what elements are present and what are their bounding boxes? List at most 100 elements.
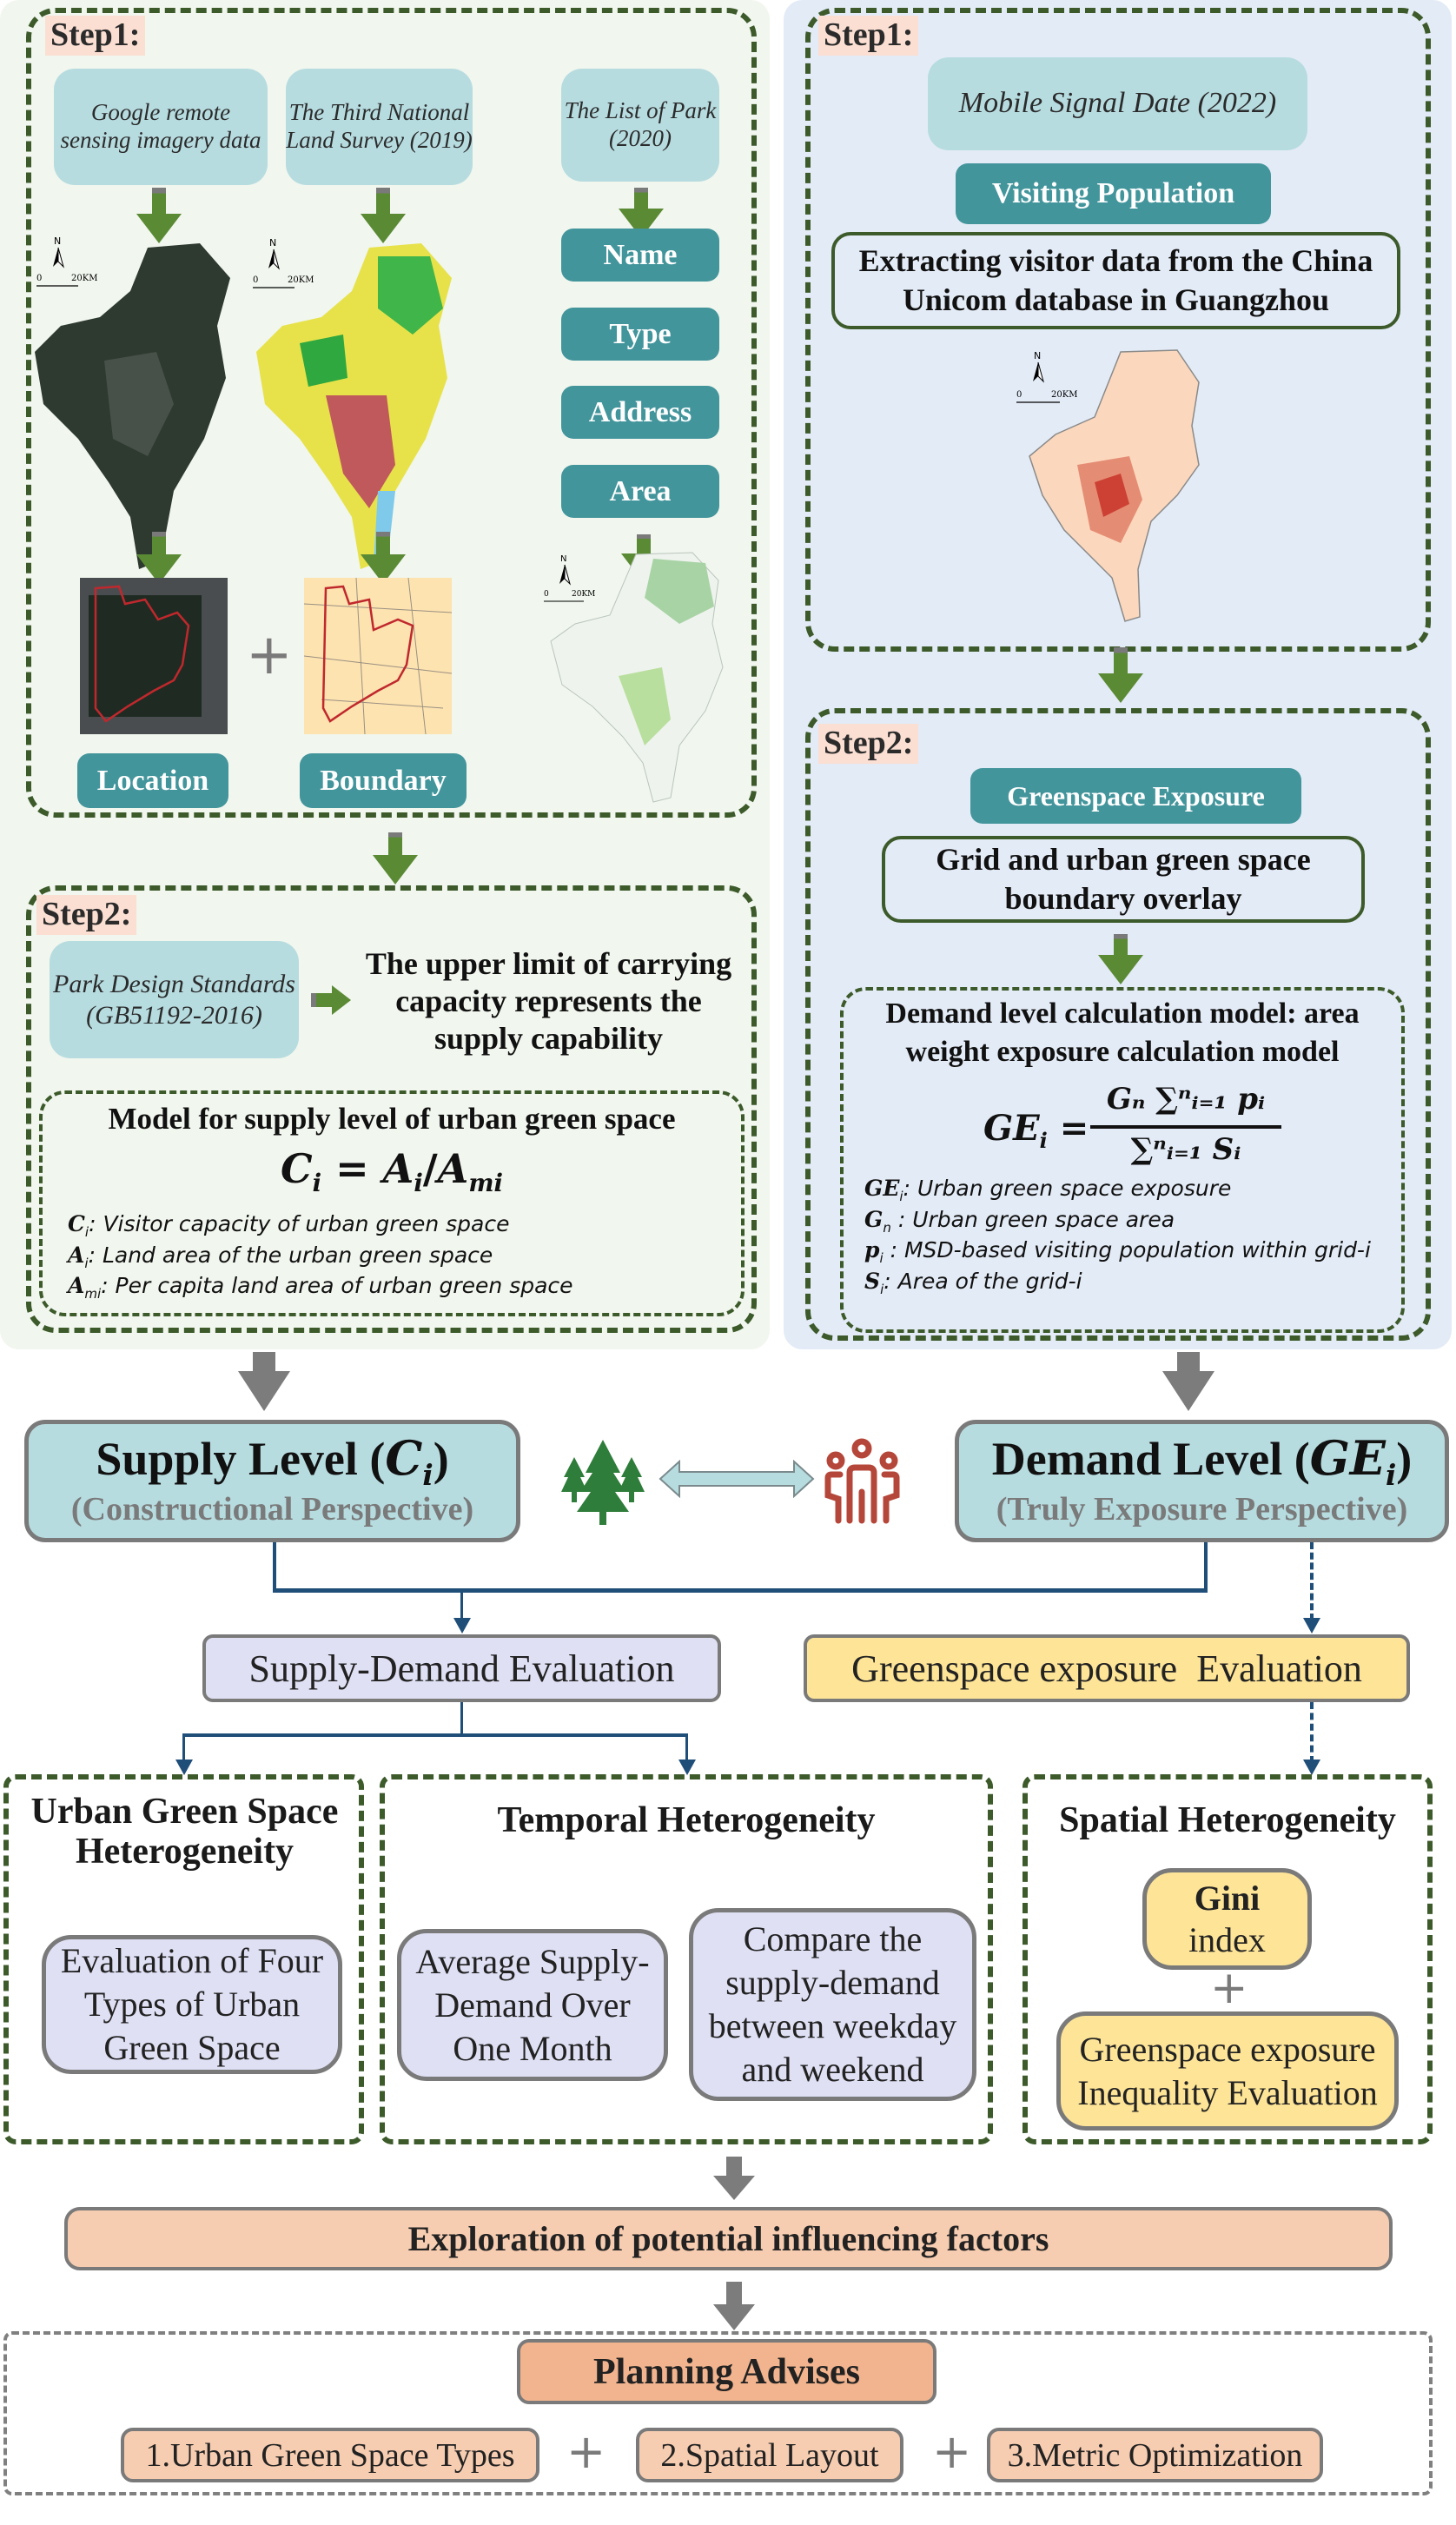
- temporal-heterogeneity-frame: [380, 1774, 993, 2144]
- planning-advises-title: Planning Advises: [517, 2339, 936, 2404]
- greenspace-exposure-evaluation: Greenspace exposure Evaluation: [804, 1634, 1410, 1702]
- arrow-down-icon: [136, 188, 182, 243]
- arrow-down-icon: [1098, 647, 1143, 703]
- inequality-evaluation-box: Greenspace exposure Inequality Evaluatio…: [1056, 2011, 1399, 2131]
- satellite-map: N 0 20KM: [35, 235, 230, 569]
- planning-frame: [3, 2331, 1433, 2495]
- north-label: N: [54, 235, 61, 247]
- definition-row: Ai: Land area of the urban green space: [68, 1242, 493, 1271]
- output-location: Location: [77, 753, 228, 808]
- arrow-down-icon: [1162, 1352, 1214, 1411]
- connector-line: [273, 1588, 1208, 1593]
- connector-line: [460, 1702, 463, 1735]
- scale-end: 20KM: [572, 590, 595, 599]
- arrow-down-icon: [1303, 1618, 1320, 1634]
- arrow-down-icon: [361, 188, 406, 243]
- north-arrow-icon: [559, 564, 571, 586]
- connector-line: [1204, 1542, 1208, 1592]
- north-arrow-icon: [268, 249, 280, 270]
- definition-row: Ci: Visitor capacity of urban green spac…: [68, 1211, 510, 1240]
- scale-end: 20KM: [288, 275, 314, 285]
- gini-index-box: Gini index: [1142, 1868, 1312, 1970]
- plus-icon: +: [566, 2424, 606, 2479]
- north-arrow-icon: [53, 247, 64, 268]
- supply-formula: Ci = Ai/Ami: [280, 1145, 504, 1198]
- spatial-heterogeneity-frame: [1023, 1774, 1433, 2144]
- arrow-down-icon: [175, 1760, 193, 1775]
- supply-definitions: Ci: Visitor capacity of urban green spac…: [68, 1210, 728, 1303]
- north-label: N: [269, 237, 276, 249]
- scale-zero: 0: [544, 590, 549, 599]
- arrow-down-icon: [136, 532, 182, 584]
- people-icon: [824, 1438, 900, 1524]
- ugs-heterogeneity-title: Urban Green Space Heterogeneity: [30, 1792, 339, 1872]
- park-map: N 0 20KM: [544, 552, 724, 803]
- mobile-signal-source: Mobile Signal Date (2022): [928, 57, 1307, 150]
- plus-icon: +: [932, 2424, 972, 2479]
- attr-type: Type: [561, 308, 719, 361]
- demand-level-box: Demand Level (GEi) (Truly Exposure Persp…: [955, 1420, 1449, 1542]
- arrow-down-icon: [373, 832, 418, 885]
- scale-end: 20KM: [1051, 390, 1077, 400]
- trees-icon: [561, 1440, 645, 1525]
- arrow-down-icon: [1303, 1760, 1320, 1775]
- connector-line: [685, 1733, 688, 1763]
- supply-step2-label: Step2:: [36, 895, 137, 935]
- formula-denominator: ∑ⁿᵢ₌₁ Sᵢ: [1130, 1132, 1241, 1167]
- planning-item-layout: 2.Spatial Layout: [636, 2428, 903, 2482]
- dashed-connector: [1310, 1542, 1314, 1620]
- supply-demand-evaluation: Supply-Demand Evaluation: [202, 1634, 721, 1702]
- arrow-right-icon: [311, 985, 351, 1015]
- demand-level-subtitle: (Truly Exposure Perspective): [996, 1491, 1408, 1528]
- north-label: N: [560, 554, 566, 564]
- arrow-down-icon: [713, 2282, 755, 2330]
- demand-step1-label: Step1:: [818, 16, 919, 56]
- connector-line: [182, 1733, 185, 1763]
- arrow-down-icon: [678, 1760, 696, 1775]
- supply-step1-frame: [26, 8, 757, 818]
- attr-address: Address: [561, 386, 719, 439]
- demand-step2-frame: [805, 708, 1431, 1341]
- demand-model-title: Demand level calculation model: area wei…: [885, 997, 1360, 1069]
- scale-zero: 0: [36, 274, 42, 283]
- visitor-extraction-statement: Extracting visitor data from the China U…: [831, 232, 1400, 329]
- arrow-down-icon: [1098, 934, 1143, 984]
- plus-icon: +: [246, 623, 293, 687]
- scale-zero: 0: [1016, 390, 1022, 400]
- planning-item-metric: 3.Metric Optimization: [987, 2428, 1323, 2482]
- plus-icon: +: [1210, 1962, 1248, 2014]
- supply-level-box: Supply Level (Ci) (Constructional Perspe…: [24, 1420, 520, 1542]
- north-label: N: [1034, 350, 1041, 361]
- source-park-list: The List of Park (2020): [561, 69, 719, 182]
- definition-row: GEi: Urban green space exposure: [864, 1176, 1232, 1204]
- supply-capability-statement: The upper limit of carrying capacity rep…: [365, 946, 732, 1057]
- planning-item-types: 1.Urban Green Space Types: [121, 2428, 539, 2482]
- north-arrow-icon: [1033, 361, 1044, 383]
- park-design-standards: Park Design Standards (GB51192-2016): [50, 941, 299, 1058]
- arrow-down-icon: [238, 1352, 290, 1411]
- arrow-down-icon: [713, 2157, 755, 2200]
- temporal-monthly-item: Average Supply-Demand Over One Month: [397, 1929, 668, 2081]
- demand-step2-label: Step2:: [818, 724, 919, 764]
- fraction-bar: [1090, 1125, 1281, 1129]
- exploration-factors: Exploration of potential influencing fac…: [64, 2207, 1393, 2270]
- boundary-map-image: [304, 578, 452, 734]
- attr-area: Area: [561, 465, 719, 518]
- source-google-imagery: Google remote sensing imagery data: [54, 69, 268, 185]
- ugs-evaluation-item: Evaluation of Four Types of Urban Green …: [42, 1935, 342, 2074]
- visiting-population: Visiting Population: [956, 163, 1271, 224]
- definition-row: Si: Area of the grid-i: [864, 1268, 1082, 1297]
- supply-level-subtitle: (Constructional Perspective): [70, 1491, 474, 1528]
- temporal-weekday-item: Compare the supply-demand between weekda…: [689, 1908, 976, 2101]
- visitor-density-map: N 0 20KM: [1016, 349, 1200, 622]
- temporal-heterogeneity-title: Temporal Heterogeneity: [497, 1800, 876, 1840]
- connector-line: [460, 1591, 463, 1622]
- definition-row: Ami: Per capita land area of urban green…: [68, 1273, 573, 1302]
- location-satellite-image: [80, 578, 228, 734]
- demand-model-frame: [840, 987, 1405, 1333]
- grid-overlay-statement: Grid and urban green space boundary over…: [882, 836, 1365, 923]
- connector-line: [182, 1733, 688, 1737]
- definition-row: Gn : Urban green space area: [864, 1206, 1175, 1236]
- connector-line: [273, 1542, 276, 1592]
- supply-model-frame: [39, 1090, 745, 1316]
